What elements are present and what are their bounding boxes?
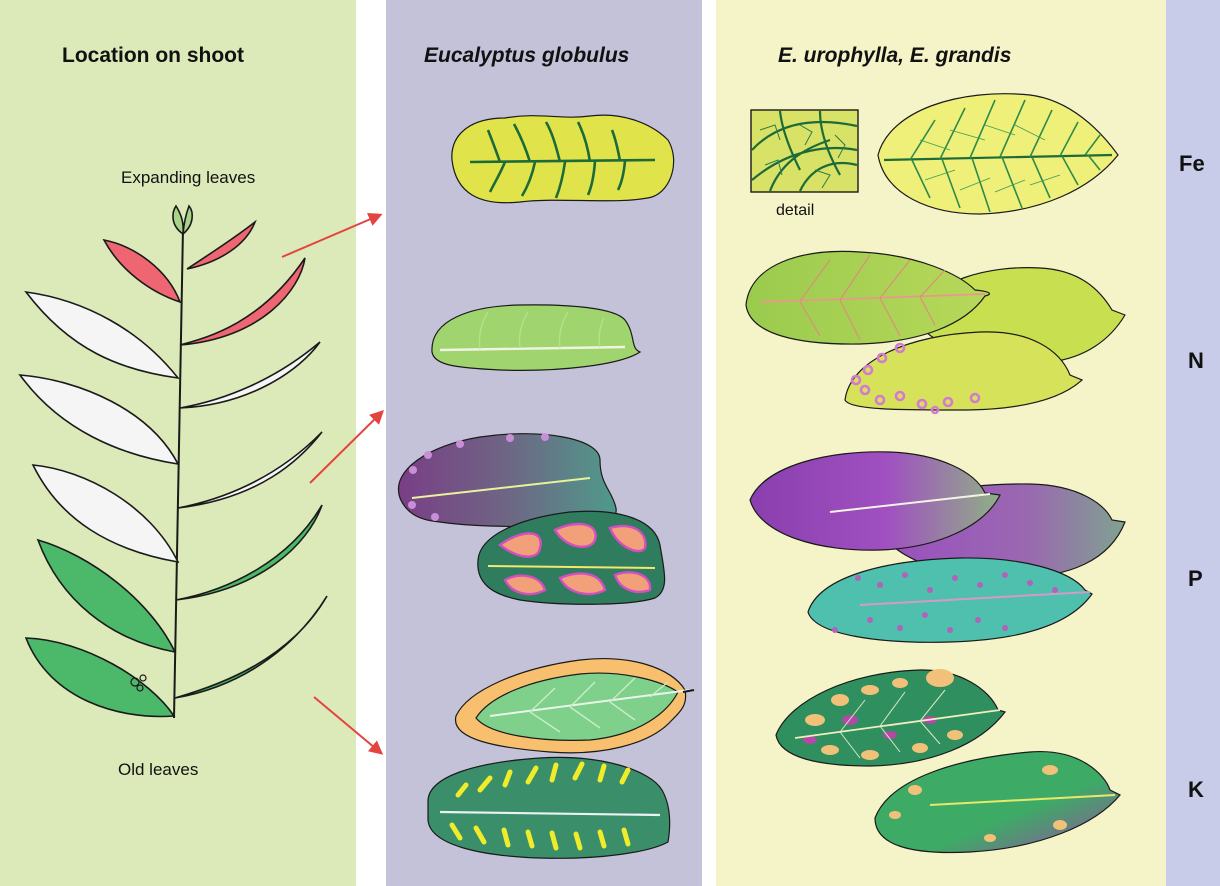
heading-eucalyptus-globulus: Eucalyptus globulus: [424, 44, 629, 68]
red-arrows: [282, 215, 382, 753]
expanding-leaf: [187, 222, 255, 269]
globulus-n-leaf: [432, 305, 640, 370]
nutrient-n: N: [1188, 348, 1204, 374]
urophylla-p-leaf-3: [808, 558, 1092, 642]
bud-leaf-left: [173, 206, 183, 234]
globulus-fe-leaf: [452, 115, 674, 203]
middle-leaf: [20, 375, 178, 464]
bud-leaf-right: [183, 206, 192, 234]
heading-location-on-shoot: Location on shoot: [62, 44, 244, 68]
middle-leaf: [26, 292, 178, 378]
fe-detail-inset: [751, 110, 858, 192]
nutrient-k: K: [1188, 777, 1204, 803]
urophylla-k-leaf-1: [776, 669, 1005, 766]
label-old-leaves: Old leaves: [118, 760, 198, 780]
globulus-leaves: [398, 115, 694, 858]
arrow-to-fe-n: [282, 215, 380, 257]
label-expanding-leaves: Expanding leaves: [121, 168, 255, 188]
middle-leaf: [178, 432, 322, 508]
globulus-k-leaf-2: [428, 757, 670, 858]
globulus-k-leaf-1: [456, 659, 694, 753]
urophylla-fe-leaf: [878, 94, 1118, 214]
expanding-leaf: [104, 240, 180, 302]
nutrient-p: P: [1188, 566, 1203, 592]
middle-leaf: [180, 342, 320, 408]
old-leaf: [26, 638, 174, 716]
arrow-to-p: [310, 412, 382, 483]
heading-urophylla-grandis: E. urophylla, E. grandis: [778, 44, 1011, 68]
expanding-leaf: [180, 258, 305, 345]
nutrient-fe: Fe: [1179, 151, 1205, 177]
old-leaf: [175, 596, 327, 698]
shoot-diagram: [20, 206, 327, 718]
urophylla-k-leaf-2: [875, 752, 1120, 853]
arrow-to-k: [314, 697, 381, 753]
old-leaf: [176, 505, 322, 600]
label-detail: detail: [776, 202, 814, 220]
